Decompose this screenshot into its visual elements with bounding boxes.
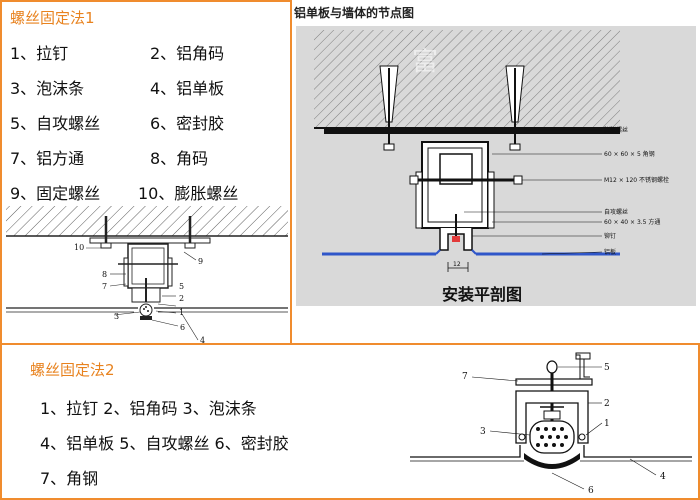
- method1-item: 1、拉钉: [10, 44, 69, 63]
- angle-leg: [123, 257, 129, 287]
- callout-1: 1: [604, 419, 610, 429]
- aluminum-panel-left: [410, 445, 521, 458]
- angle-plate: [89, 237, 211, 244]
- sealant: [524, 453, 580, 469]
- sealant: [140, 316, 152, 320]
- method1-item: 4、铝单板: [150, 79, 225, 98]
- node-drawing-photo: 铝单板与墙体的节点图 富: [292, 0, 700, 310]
- photo-title: 铝单板与墙体的节点图: [294, 6, 415, 20]
- callout-6: 6: [180, 323, 185, 332]
- method1-item: 3、泡沫条: [10, 79, 85, 98]
- callout-8: 8: [102, 270, 107, 279]
- photo-drawing: 富 12: [296, 26, 696, 306]
- callout-5: 5: [179, 282, 184, 291]
- bolt-nut: [100, 242, 112, 249]
- callout-3: 3: [480, 427, 486, 437]
- angle-leg: [167, 257, 173, 287]
- method2-line: 7、角钢: [40, 469, 99, 488]
- callout-7: 7: [462, 372, 468, 382]
- method1-item: 8、角码: [150, 149, 209, 168]
- callout-9: 9: [198, 257, 203, 266]
- callout-7: 7: [102, 282, 107, 291]
- callout-2: 2: [604, 399, 610, 409]
- angle-steel: [515, 378, 593, 386]
- bolt-nut: [184, 242, 196, 249]
- method1-item: 7、铝方通: [10, 149, 85, 168]
- foam-texture: [536, 427, 568, 447]
- foam-strip: [139, 303, 153, 317]
- wall-hatch: [6, 206, 288, 236]
- method2-section-drawing: 7 5 2 1 3 6 4: [410, 352, 692, 496]
- method1-item: 5、自攻螺丝: [10, 114, 101, 133]
- callout-3: 3: [114, 312, 119, 321]
- callout-2: 2: [179, 294, 184, 303]
- method2-title: 螺丝固定法2: [30, 361, 115, 379]
- photo-angle-steel: [324, 128, 620, 134]
- method2-line: 4、铝单板 5、自攻螺丝 6、密封胶: [40, 434, 289, 453]
- callout-10: 10: [74, 243, 84, 252]
- method1-item: 9、固定螺丝: [10, 184, 101, 203]
- method1-item: 10、膨胀螺丝: [138, 184, 239, 203]
- method1-panel: 螺丝固定法1 1、拉钉 2、铝角码 3、泡沫条 4、铝单板 5、自攻螺丝 6、密…: [0, 0, 292, 345]
- method2-line: 1、拉钉 2、铝角码 3、泡沫条: [40, 399, 257, 418]
- method1-item: 2、铝角码: [150, 44, 225, 63]
- aluminum-panel-right: [583, 445, 692, 458]
- square-tube-inner: [131, 247, 165, 285]
- method1-title: 螺丝固定法1: [10, 9, 95, 27]
- photo-wall-hatch: [314, 30, 620, 128]
- callout-6: 6: [588, 486, 594, 496]
- callout-5: 5: [604, 363, 610, 373]
- method2-panel: 螺丝固定法2 1、拉钉 2、铝角码 3、泡沫条 4、铝单板 5、自攻螺丝 6、密…: [0, 343, 700, 500]
- square-tube: [127, 243, 169, 289]
- photo-screw-head: [452, 236, 460, 242]
- callout-4: 4: [660, 472, 666, 482]
- method1-item: 6、密封胶: [150, 114, 225, 133]
- method1-section-drawing: 10 9 8 7 5 2 3 1 6 4: [6, 206, 288, 344]
